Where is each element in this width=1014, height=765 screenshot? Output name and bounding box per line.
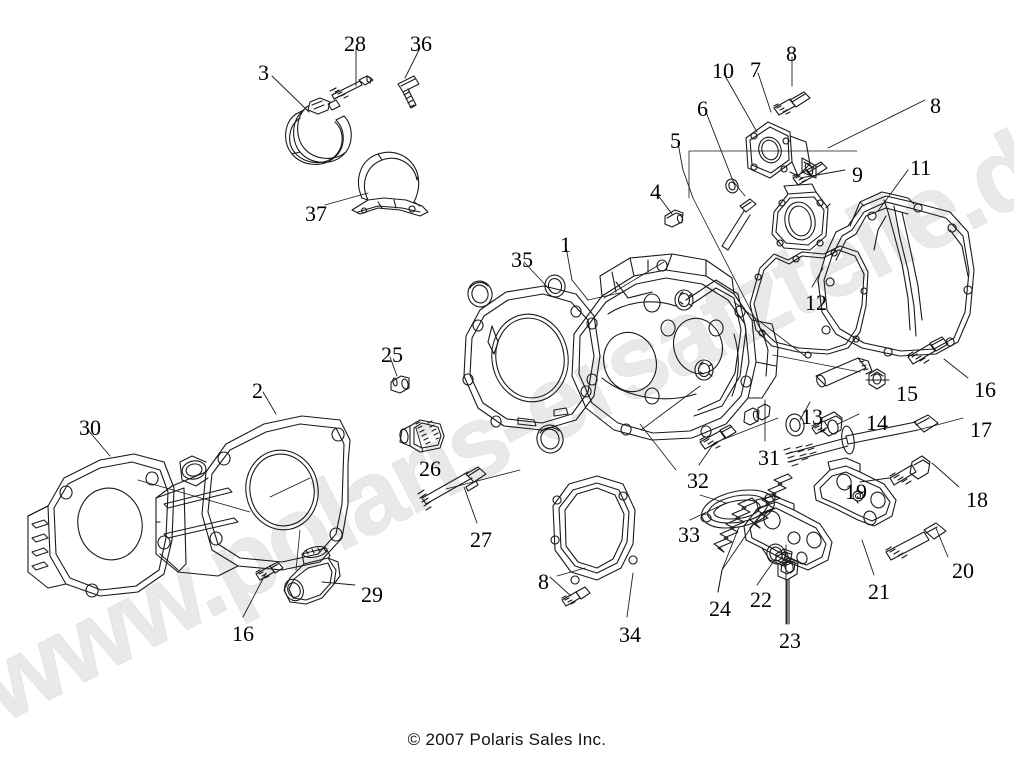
part-rocker-arm-19 bbox=[813, 457, 897, 527]
callout-16-b: 16 bbox=[974, 377, 996, 402]
callout-23: 23 bbox=[779, 628, 801, 653]
part-water-outlet-flange bbox=[771, 183, 831, 251]
callout-14: 14 bbox=[866, 410, 888, 435]
part-seal-ring-b bbox=[536, 424, 564, 454]
part-flange-bolt-8b bbox=[792, 161, 828, 186]
part-flange-bolt-32 bbox=[699, 424, 737, 450]
part-washer-13 bbox=[785, 413, 805, 437]
callout-21: 21 bbox=[868, 579, 890, 604]
copyright-notice: © 2007 Polaris Sales Inc. bbox=[407, 730, 607, 749]
part-valve-cover bbox=[817, 191, 975, 357]
callout-13: 13 bbox=[801, 404, 823, 429]
callout-25: 25 bbox=[381, 342, 403, 367]
callout-20: 20 bbox=[952, 558, 974, 583]
part-head-gasket bbox=[462, 285, 601, 431]
callout-18: 18 bbox=[966, 487, 988, 512]
part-valve-spring-a bbox=[713, 497, 757, 553]
callout-12: 12 bbox=[805, 290, 827, 315]
part-sleeve-bolt-5b bbox=[815, 357, 873, 388]
callout-8-b: 8 bbox=[930, 93, 941, 118]
callout-26: 26 bbox=[419, 456, 441, 481]
callout-35: 35 bbox=[511, 247, 533, 272]
part-flange-bolt-16b bbox=[907, 336, 949, 365]
part-sleeve-bolt-5a bbox=[721, 198, 757, 251]
callout-16-a: 16 bbox=[232, 621, 254, 646]
callout-34: 34 bbox=[619, 622, 641, 647]
part-dowel-pin-31 bbox=[743, 407, 760, 426]
callout-9: 9 bbox=[852, 162, 863, 187]
part-coolant-elbow bbox=[283, 545, 341, 605]
callout-31: 31 bbox=[758, 445, 780, 470]
callout-2: 2 bbox=[252, 378, 263, 403]
part-rocker-bolt-20 bbox=[885, 522, 947, 561]
callout-22: 22 bbox=[750, 587, 772, 612]
callout-30: 30 bbox=[79, 415, 101, 440]
callout-8-a: 8 bbox=[786, 41, 797, 66]
part-through-bolt-17 bbox=[783, 414, 939, 467]
part-head-right-edge bbox=[685, 279, 747, 417]
part-rocker-bolt-18 bbox=[889, 455, 931, 486]
callout-15: 15 bbox=[896, 381, 918, 406]
part-cylinder-head bbox=[571, 253, 779, 441]
part-small-dowel-a bbox=[756, 403, 771, 421]
callout-32: 32 bbox=[687, 468, 709, 493]
part-valve-cover-gasket bbox=[749, 245, 869, 359]
leader-lines bbox=[87, 47, 969, 625]
part-dowel-pin-6 bbox=[725, 178, 739, 194]
callout-6: 6 bbox=[697, 96, 708, 121]
callout-33: 33 bbox=[678, 522, 700, 547]
part-dowel-25 bbox=[390, 375, 410, 394]
part-nut-15 bbox=[868, 368, 886, 390]
callout-29: 29 bbox=[361, 582, 383, 607]
part-flange-bolt-16a bbox=[255, 561, 284, 581]
part-flange-screw bbox=[397, 75, 420, 109]
callout-11: 11 bbox=[910, 155, 932, 180]
callout-3: 3 bbox=[258, 60, 269, 85]
part-cylinder bbox=[155, 415, 351, 577]
callout-7: 7 bbox=[750, 57, 761, 82]
part-small-keeper bbox=[780, 559, 796, 575]
callout-24: 24 bbox=[709, 596, 731, 621]
part-thermostat-housing bbox=[745, 121, 817, 179]
part-heat-shield bbox=[351, 151, 429, 217]
part-adjuster-nut-14 bbox=[811, 411, 843, 437]
callout-28: 28 bbox=[344, 31, 366, 56]
callout-17: 17 bbox=[970, 417, 992, 442]
callout-36: 36 bbox=[410, 31, 432, 56]
part-cam-chain-cover-gasket bbox=[550, 475, 638, 585]
pointer-rails bbox=[137, 150, 861, 577]
part-clamp-screw bbox=[329, 75, 374, 100]
part-oil-fitting bbox=[399, 419, 445, 453]
callout-37: 37 bbox=[305, 201, 327, 226]
part-seal-ring-c bbox=[544, 274, 566, 298]
part-long-bolt bbox=[417, 466, 487, 511]
part-hose-clamp bbox=[285, 97, 352, 165]
callout-1: 1 bbox=[560, 232, 571, 257]
part-valve-spring-b bbox=[749, 473, 793, 529]
part-seal-ring-a bbox=[467, 280, 493, 308]
callout-4: 4 bbox=[650, 179, 661, 204]
callout-5-a: 5 bbox=[670, 128, 681, 153]
part-flange-bolt-8c bbox=[561, 586, 591, 607]
callout-8-c: 8 bbox=[538, 569, 549, 594]
part-flange-bolt-8a bbox=[773, 91, 811, 116]
callout-27: 27 bbox=[470, 527, 492, 552]
callout-10: 10 bbox=[712, 58, 734, 83]
callout-19: 19 bbox=[845, 479, 867, 504]
part-plug-4 bbox=[664, 209, 684, 228]
part-cylinder-base-gasket bbox=[27, 453, 175, 598]
